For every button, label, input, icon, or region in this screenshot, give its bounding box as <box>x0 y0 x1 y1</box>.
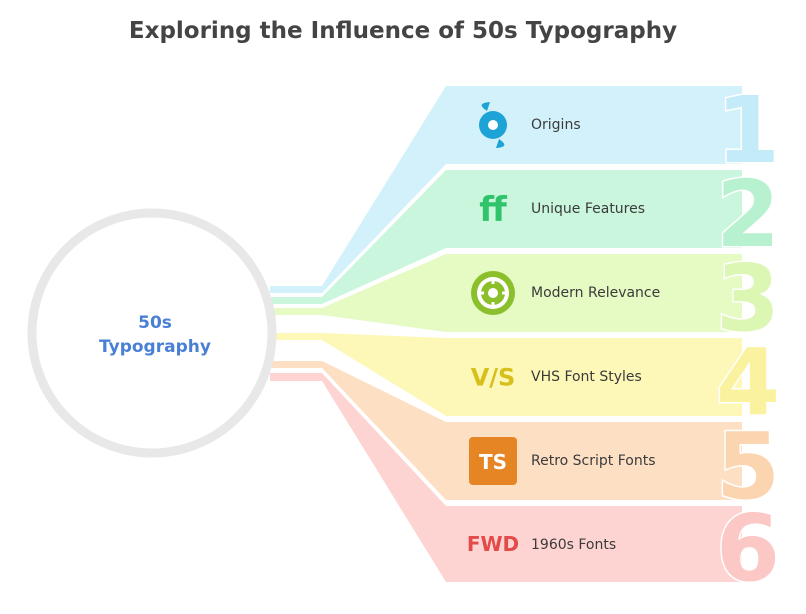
step-number-4: 4 <box>716 329 780 436</box>
vs-icon: V/S <box>471 364 516 392</box>
ribbon-4 <box>270 333 742 416</box>
step-number-1: 1 <box>716 77 780 184</box>
ligature-ff-icon: ff <box>479 190 507 230</box>
hurricane-icon <box>479 102 507 148</box>
step-number-5: 5 <box>716 413 780 520</box>
fwd-icon: FWD <box>467 532 519 556</box>
item-label-origins: Origins <box>531 117 581 133</box>
item-label-modern-relevance: Modern Relevance <box>531 285 661 301</box>
center-circle <box>27 208 277 458</box>
item-label-retro-script-fonts: Retro Script Fonts <box>531 453 656 469</box>
diagram-title: Exploring the Influence of 50s Typograph… <box>128 18 678 44</box>
svg-text:V/S: V/S <box>471 364 516 392</box>
step-number-3: 3 <box>716 245 780 352</box>
center-label-line1: 50s <box>138 313 172 333</box>
ribbon-2 <box>270 170 742 304</box>
ribbon-5 <box>270 361 742 500</box>
svg-text:ff: ff <box>479 190 507 230</box>
step-number-6: 6 <box>716 495 780 602</box>
svg-text:FWD: FWD <box>467 532 519 556</box>
center-label: 50s Typography <box>55 311 255 359</box>
svg-text:TS: TS <box>479 450 507 474</box>
center-label-line2: Typography <box>99 337 211 357</box>
ts-icon: TS <box>469 437 517 485</box>
ribbon-1 <box>270 86 742 293</box>
step-number-2: 2 <box>716 161 780 268</box>
item-label-unique-features: Unique Features <box>531 201 646 217</box>
item-label-1960s-fonts: 1960s Fonts <box>531 537 617 553</box>
target-icon <box>471 271 515 315</box>
ribbon-6 <box>270 373 742 582</box>
item-label-vhs-font-styles: VHS Font Styles <box>531 369 642 385</box>
